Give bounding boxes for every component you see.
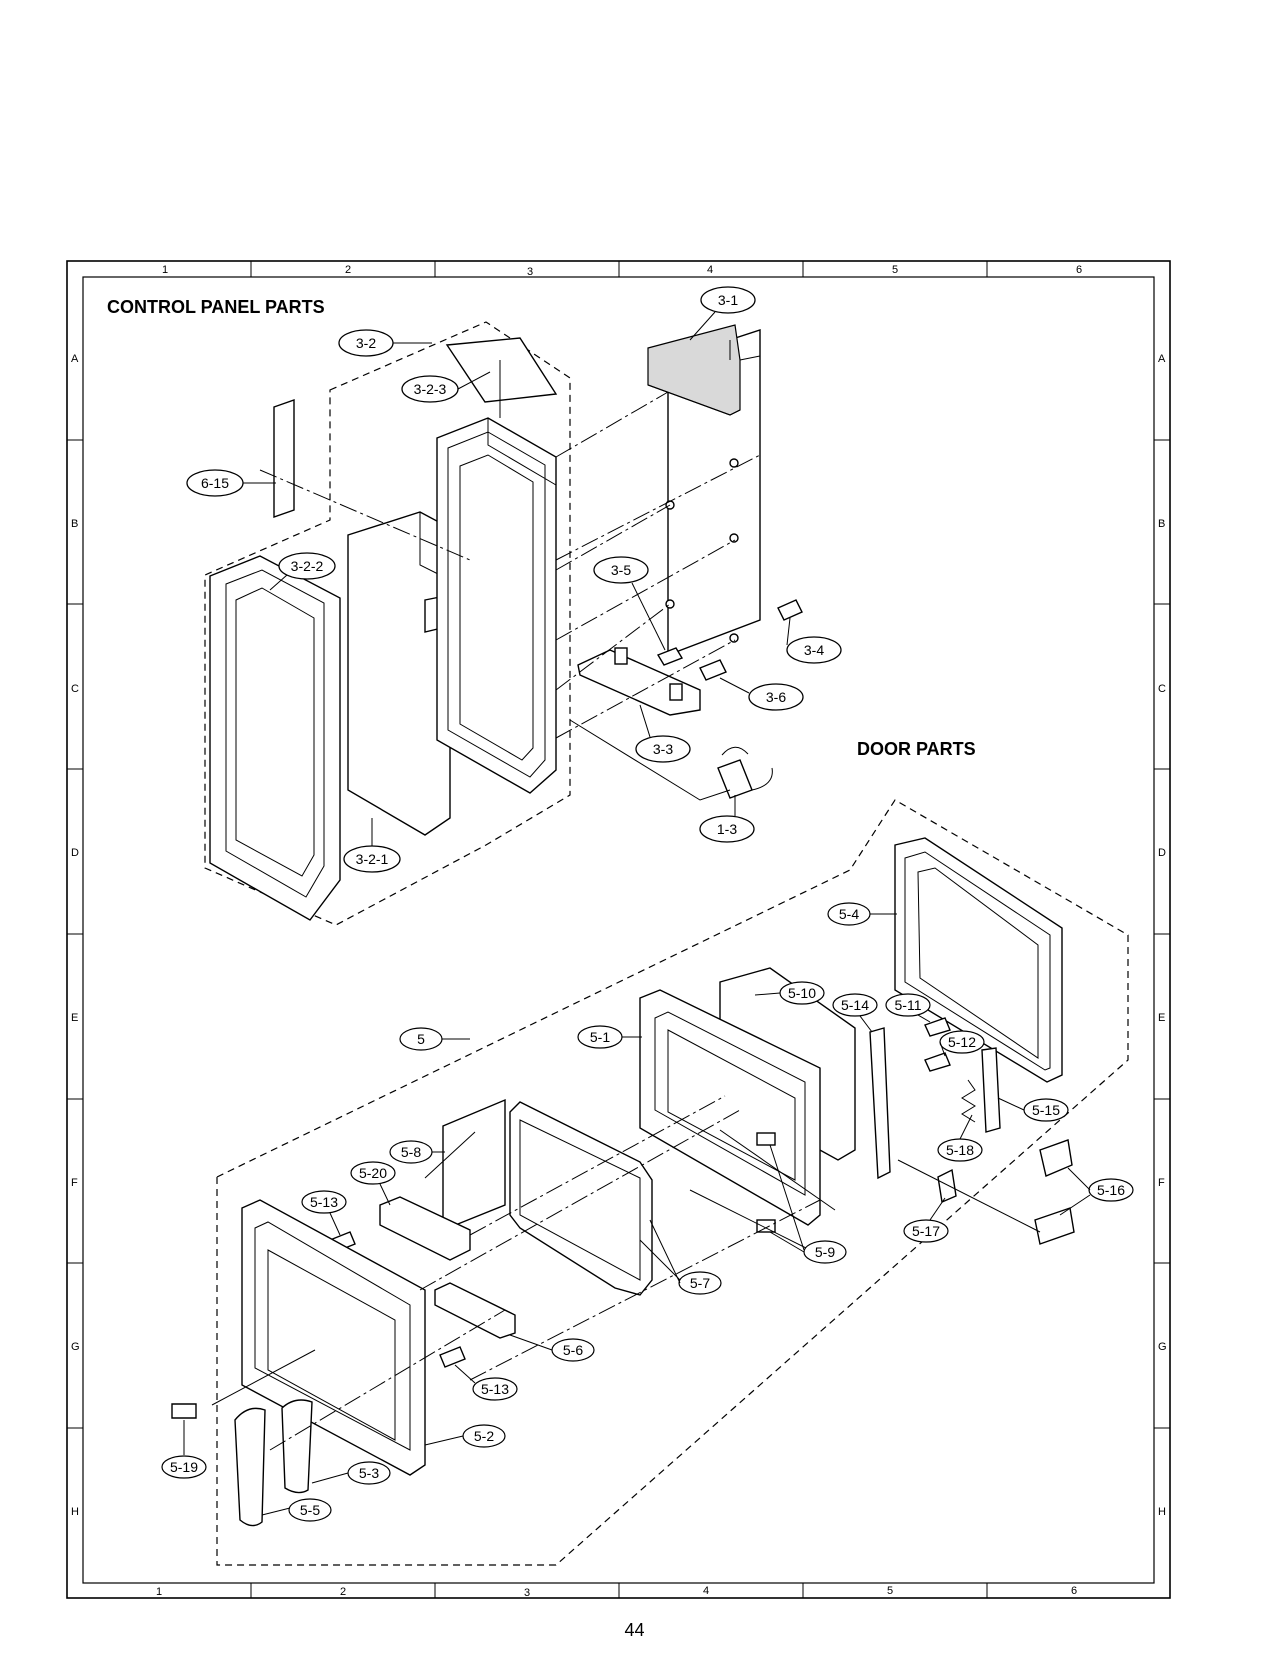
callout-5-13-top: 5-13 bbox=[310, 1194, 338, 1210]
callout-5-13-bottom-bubble bbox=[472, 1377, 518, 1401]
callout-5-11-bubble bbox=[885, 993, 931, 1017]
callout-5-1: 5-1 bbox=[590, 1029, 610, 1045]
callout-5-17-bubble bbox=[903, 1219, 949, 1243]
grid-col-2-top: 2 bbox=[345, 264, 351, 276]
callout-5-20-bubble bbox=[350, 1161, 396, 1185]
grid-col-3-bottom: 3 bbox=[524, 1587, 530, 1599]
callout-3-4-bubble bbox=[786, 636, 842, 664]
grid-col-4-bottom: 4 bbox=[703, 1585, 709, 1597]
grid-col-6-bottom: 6 bbox=[1071, 1585, 1077, 1597]
callout-3-5: 3-5 bbox=[611, 562, 631, 578]
callout-3-2-3: 3-2-3 bbox=[414, 381, 447, 397]
callout-3-6-bubble bbox=[748, 683, 804, 711]
callout-1-3-bubble bbox=[699, 815, 755, 843]
callout-5-9: 5-9 bbox=[815, 1244, 835, 1260]
callout-3-4: 3-4 bbox=[804, 642, 824, 658]
callout-1-3: 1-3 bbox=[717, 821, 737, 837]
callout-5-4: 5-4 bbox=[839, 906, 859, 922]
grid-row-b-left: B bbox=[71, 518, 78, 530]
grid-row-c-right: C bbox=[1158, 683, 1166, 695]
grid-row-a-right: A bbox=[1158, 353, 1166, 365]
callout-3-2-2-bubble bbox=[278, 552, 336, 580]
grid-col-1-top: 1 bbox=[162, 264, 168, 276]
callout-5-7: 5-7 bbox=[690, 1275, 710, 1291]
callout-3-5-bubble bbox=[593, 556, 649, 584]
callout-5-17: 5-17 bbox=[912, 1223, 940, 1239]
callout-5-11: 5-11 bbox=[895, 997, 922, 1013]
callout-3-1: 3-1 bbox=[718, 292, 738, 308]
grid-row-g-left: G bbox=[71, 1341, 80, 1353]
grid-row-h-right: H bbox=[1158, 1506, 1166, 1518]
callout-5: 5 bbox=[417, 1031, 425, 1047]
callout-5-5-bubble bbox=[288, 1498, 332, 1522]
control-panel-group bbox=[204, 321, 803, 926]
door-parts-group bbox=[171, 799, 1129, 1566]
callout-5-15-bubble bbox=[1023, 1098, 1069, 1122]
page-number: 44 bbox=[624, 1620, 645, 1640]
callout-5-16: 5-16 bbox=[1097, 1182, 1125, 1198]
callout-3-3: 3-3 bbox=[653, 741, 673, 757]
callout-5-18: 5-18 bbox=[946, 1142, 974, 1158]
callout-5-19-bubble bbox=[161, 1455, 207, 1479]
grid-row-f-left: F bbox=[71, 1177, 78, 1189]
grid-row-g-right: G bbox=[1158, 1341, 1167, 1353]
callout-3-1-bubble bbox=[700, 286, 756, 314]
callout-5-3: 5-3 bbox=[359, 1465, 379, 1481]
callout-5-20: 5-20 bbox=[359, 1165, 387, 1181]
callout-3-2-1: 3-2-1 bbox=[356, 851, 389, 867]
grid-col-5-bottom: 5 bbox=[887, 1585, 893, 1597]
callout-5-16-bubble bbox=[1088, 1178, 1134, 1202]
grid-col-4-top: 4 bbox=[707, 264, 713, 276]
grid-col-1-bottom: 1 bbox=[156, 1586, 162, 1598]
callout-5-14-bubble bbox=[832, 993, 878, 1017]
callout-5-5: 5-5 bbox=[300, 1502, 320, 1518]
grid-row-f-right: F bbox=[1158, 1177, 1165, 1189]
grid-row-e-left: E bbox=[71, 1012, 78, 1024]
grid-row-d-left: D bbox=[71, 847, 79, 859]
callout-5-14: 5-14 bbox=[841, 997, 869, 1013]
grid-row-b-right: B bbox=[1158, 518, 1165, 530]
callout-5-10: 5-10 bbox=[788, 985, 816, 1001]
callout-5-19: 5-19 bbox=[170, 1459, 198, 1475]
grid-row-c-left: C bbox=[71, 683, 79, 695]
door-callouts: 5-4 5-10 5-14 5-11 5-12 5 5-1 5-15 5-8 5… bbox=[161, 902, 1134, 1522]
control-callouts: 3-1 3-2 3-2-3 6-15 3-2-2 3-5 3-4 3-6 3-3… bbox=[186, 286, 842, 873]
callout-5-13-top-bubble bbox=[301, 1190, 347, 1214]
grid-row-e-right: E bbox=[1158, 1012, 1165, 1024]
door-parts-title: DOOR PARTS bbox=[857, 739, 976, 759]
grid-row-d-right: D bbox=[1158, 847, 1166, 859]
callout-5-7-bubble bbox=[678, 1271, 722, 1295]
callout-3-2: 3-2 bbox=[356, 335, 376, 351]
callout-5-8: 5-8 bbox=[401, 1144, 421, 1160]
grid-col-3-top: 3 bbox=[527, 266, 533, 278]
grid-col-5-top: 5 bbox=[892, 264, 898, 276]
callout-3-2-2: 3-2-2 bbox=[291, 558, 324, 574]
grid-ticks bbox=[67, 261, 1170, 1598]
callout-5-2: 5-2 bbox=[474, 1428, 494, 1444]
callout-3-3-bubble bbox=[635, 735, 691, 763]
callout-5-12: 5-12 bbox=[948, 1034, 976, 1050]
callout-3-6: 3-6 bbox=[766, 689, 786, 705]
grid-row-a-left: A bbox=[71, 353, 79, 365]
grid-col-6-top: 6 bbox=[1076, 264, 1082, 276]
callout-6-15: 6-15 bbox=[201, 475, 229, 491]
grid-row-h-left: H bbox=[71, 1506, 79, 1518]
callout-5-6: 5-6 bbox=[563, 1342, 583, 1358]
callout-5-15: 5-15 bbox=[1032, 1102, 1060, 1118]
control-panel-title: CONTROL PANEL PARTS bbox=[107, 297, 325, 317]
grid-col-2-bottom: 2 bbox=[340, 1586, 346, 1598]
callout-5-13-bottom: 5-13 bbox=[481, 1381, 509, 1397]
